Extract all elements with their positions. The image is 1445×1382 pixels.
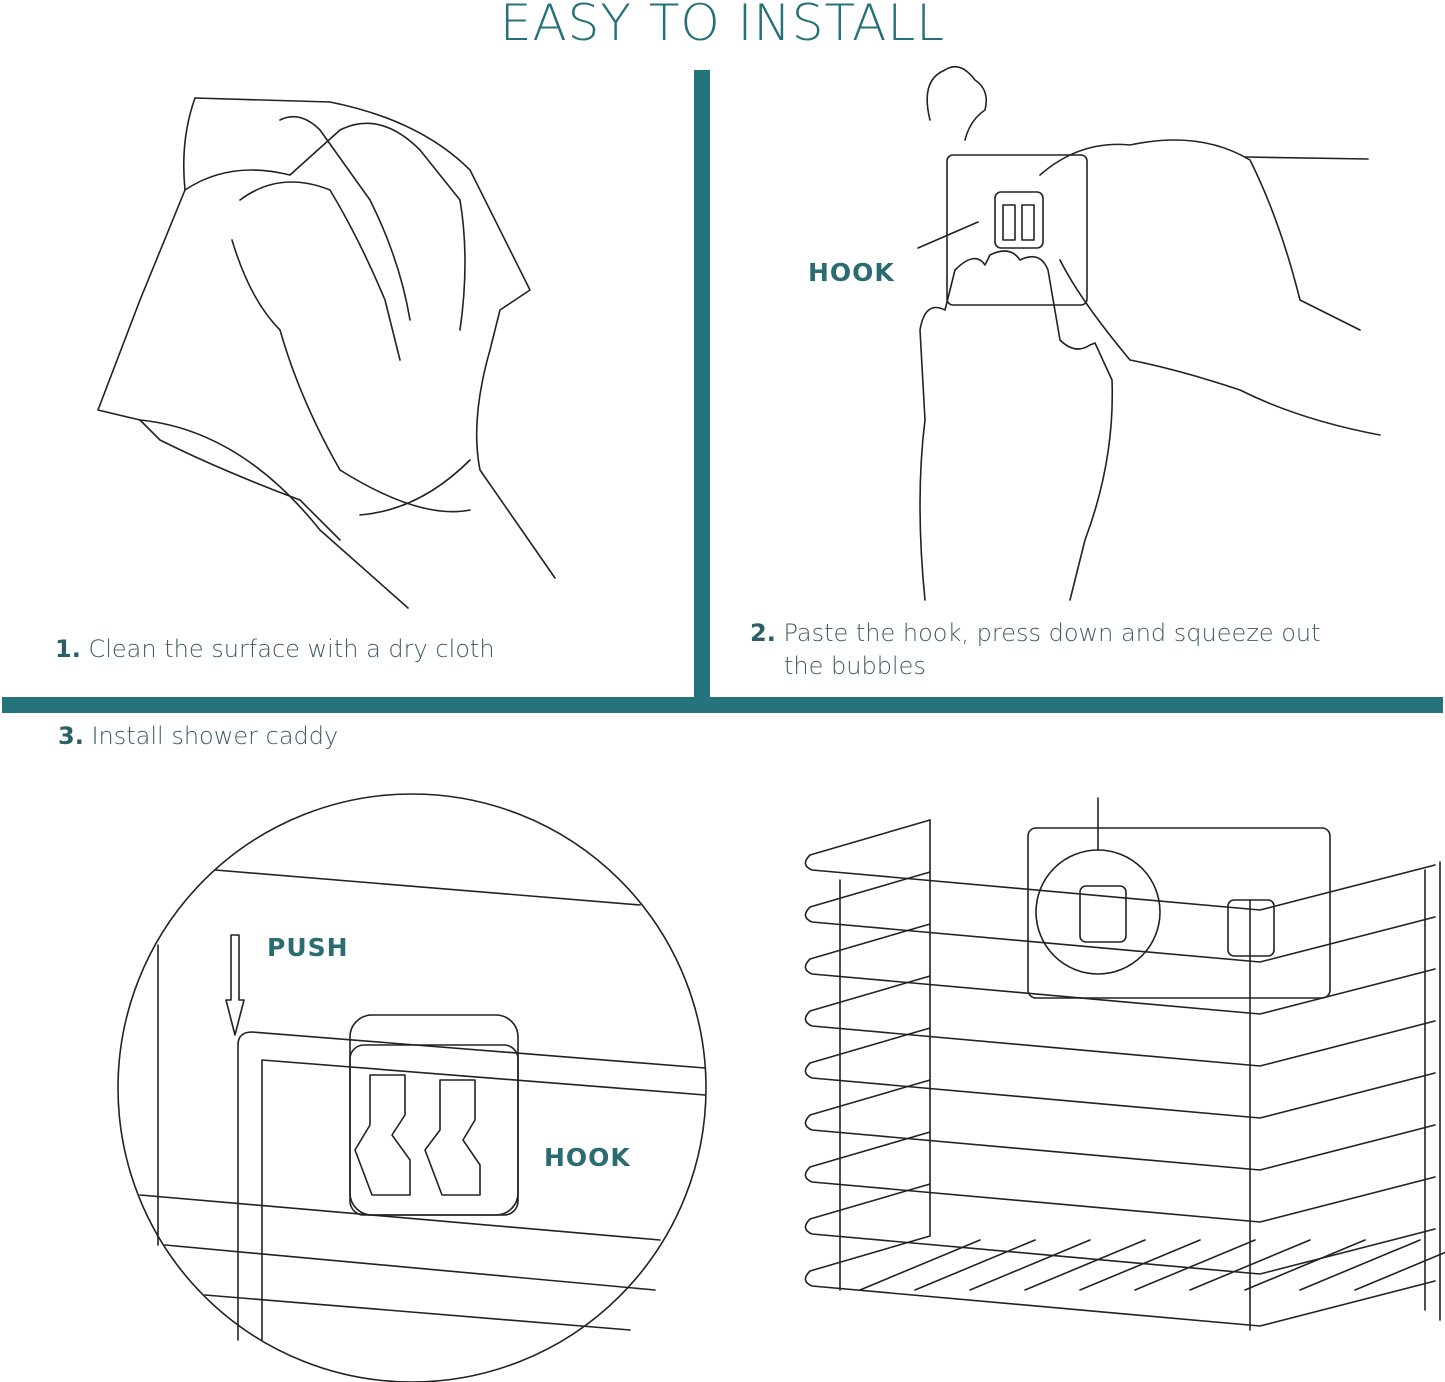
basket-wire [804,871,1436,963]
step-2-number: 2. [750,619,776,647]
step-1-caption: 1. Clean the surface with a dry cloth [55,633,495,666]
basket-floor-wire [1134,1239,1256,1291]
basket-wire [804,923,1436,1015]
step-1-number: 1. [55,635,81,663]
hook-detail-circle-illustration [117,793,707,1382]
hands-pressing-hook-illustration [917,65,1381,601]
step-2-text-line-2: the bubbles [784,652,926,680]
step-2-text-line-1: Paste the hook, press down and squeeze o… [783,619,1321,647]
basket-wire [804,1027,1436,1119]
basket-wire [804,1183,1436,1275]
basket-floor-wire [969,1239,1091,1291]
step-3-text: Install shower caddy [91,722,339,750]
basket-wire [804,819,1436,911]
basket-floor-wire [1079,1239,1201,1291]
hook-label-detail: HOOK [544,1143,631,1172]
basket-floor-wire [1299,1239,1421,1291]
horizontal-divider [2,697,1443,713]
step-2-caption: 2. Paste the hook, press down and squeez… [750,617,1321,683]
vertical-divider [694,70,710,706]
basket-wire [804,1235,1436,1327]
basket-wire [804,975,1436,1067]
hook-label-step-2: HOOK [808,258,895,287]
basket-floor-wire [859,1239,981,1291]
basket-floor-wire [1354,1251,1445,1291]
basket-wire [804,1079,1436,1171]
step-1-text: Clean the surface with a dry cloth [88,635,495,663]
step-3-caption: 3. Install shower caddy [58,720,338,753]
step-3-number: 3. [58,722,84,750]
page-title: EASY TO INSTALL [499,0,946,52]
hand-wiping-cloth-illustration [97,97,556,609]
basket-wire [804,1131,1436,1223]
basket-floor-wire [1244,1239,1366,1291]
basket-floor-wire [914,1239,1036,1291]
basket-floor-wire [1024,1239,1146,1291]
push-label: PUSH [267,933,349,962]
